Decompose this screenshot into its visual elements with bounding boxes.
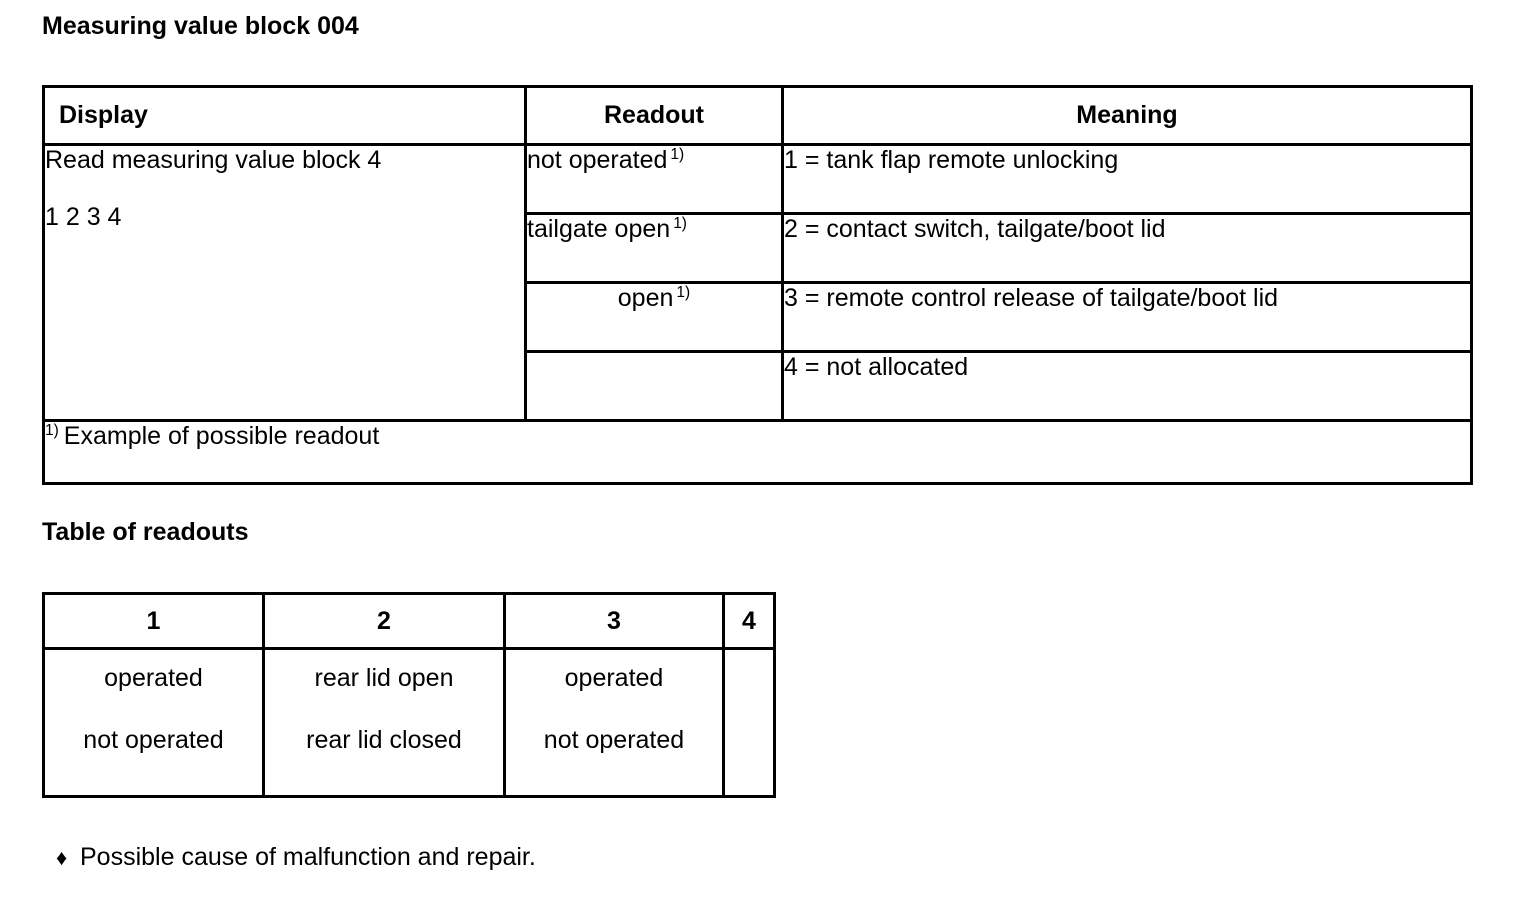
column-header-meaning: Meaning [781, 85, 1473, 146]
meaning-cell-1: 1 = tank flap remote unlocking [781, 143, 1473, 215]
footnote-text: Example of possible readout [63, 422, 380, 450]
readouts-column-header-3: 3 [503, 592, 725, 650]
table-row: operated not operated rear lid open rear… [42, 647, 776, 798]
table-header: 1 2 3 4 [42, 592, 776, 650]
display-instruction-cell: Read measuring value block 4 1 2 3 4 [42, 143, 527, 422]
readouts-column-header-4: 4 [722, 592, 776, 650]
table-row: 4 = not allocated [44, 350, 1473, 422]
table-footnote-cell: 1)Example of possible readout [42, 419, 1473, 485]
readouts-column-header-2: 2 [262, 592, 506, 650]
readouts-cell-2: rear lid open rear lid closed [262, 647, 506, 798]
table-footnote-row: 1)Example of possible readout [42, 419, 1473, 485]
section-title-table-of-readouts: Table of readouts [42, 518, 249, 546]
page-title-measuring-value-block: Measuring value block 004 [42, 12, 359, 40]
table-of-readouts: 1 2 3 4 operated not operated rear lid o… [42, 592, 776, 798]
diamond-bullet-icon: ♦ [56, 845, 68, 870]
footnote-marker-1: 1) [670, 145, 685, 163]
readouts-cell-1-line-1: operated [104, 664, 203, 692]
malfunction-note: ♦ Possible cause of malfunction and repai… [56, 845, 536, 870]
footnote-marker-2: 1) [673, 214, 687, 232]
readouts-column-header-1: 1 [42, 592, 265, 650]
table-body: Read measuring value block 4 1 2 3 4 not… [42, 143, 1473, 485]
table-header-row: 1 2 3 4 [42, 592, 776, 650]
footnote-marker-legend: 1) [45, 421, 59, 439]
readout-text-1: not operated [527, 146, 668, 174]
readouts-cell-2-line-2: rear lid closed [306, 725, 462, 754]
meaning-cell-3: 3 = remote control release of tailgate/b… [781, 281, 1473, 353]
footnote-marker-3: 1) [676, 283, 691, 301]
readouts-cell-3-line-2: not operated [543, 725, 685, 754]
meaning-cell-2: 2 = contact switch, tailgate/boot lid [781, 212, 1473, 284]
readouts-cell-1: operated not operated [42, 647, 265, 798]
readout-text-2: tailgate open [527, 215, 671, 243]
table-body: operated not operated rear lid open rear… [42, 647, 776, 798]
readouts-cell-3: operated not operated [503, 647, 725, 798]
readouts-cell-3-line-1: operated [564, 664, 664, 692]
readout-text-3: open [617, 284, 674, 312]
display-channel-numbers: 1 2 3 4 [45, 202, 122, 231]
display-instruction-line-1: Read measuring value block 4 [45, 146, 382, 174]
readout-cell-4-empty [524, 350, 784, 422]
column-header-readout: Readout [524, 85, 784, 146]
table-row: Read measuring value block 4 1 2 3 4 not… [42, 143, 1473, 422]
readouts-cell-2-line-1: rear lid open [314, 664, 454, 692]
measuring-value-block-table: Display Readout Meaning Read measuring v… [42, 85, 1473, 485]
table-header-row: Display Readout Meaning [42, 85, 1473, 146]
readouts-cell-4-empty [722, 647, 776, 798]
column-header-display: Display [42, 85, 527, 146]
table-header: Display Readout Meaning [42, 85, 1473, 146]
meaning-cell-4: 4 = not allocated [781, 350, 1473, 422]
readouts-cell-1-line-2: not operated [83, 725, 224, 754]
malfunction-note-text: Possible cause of malfunction and repair… [80, 843, 536, 871]
